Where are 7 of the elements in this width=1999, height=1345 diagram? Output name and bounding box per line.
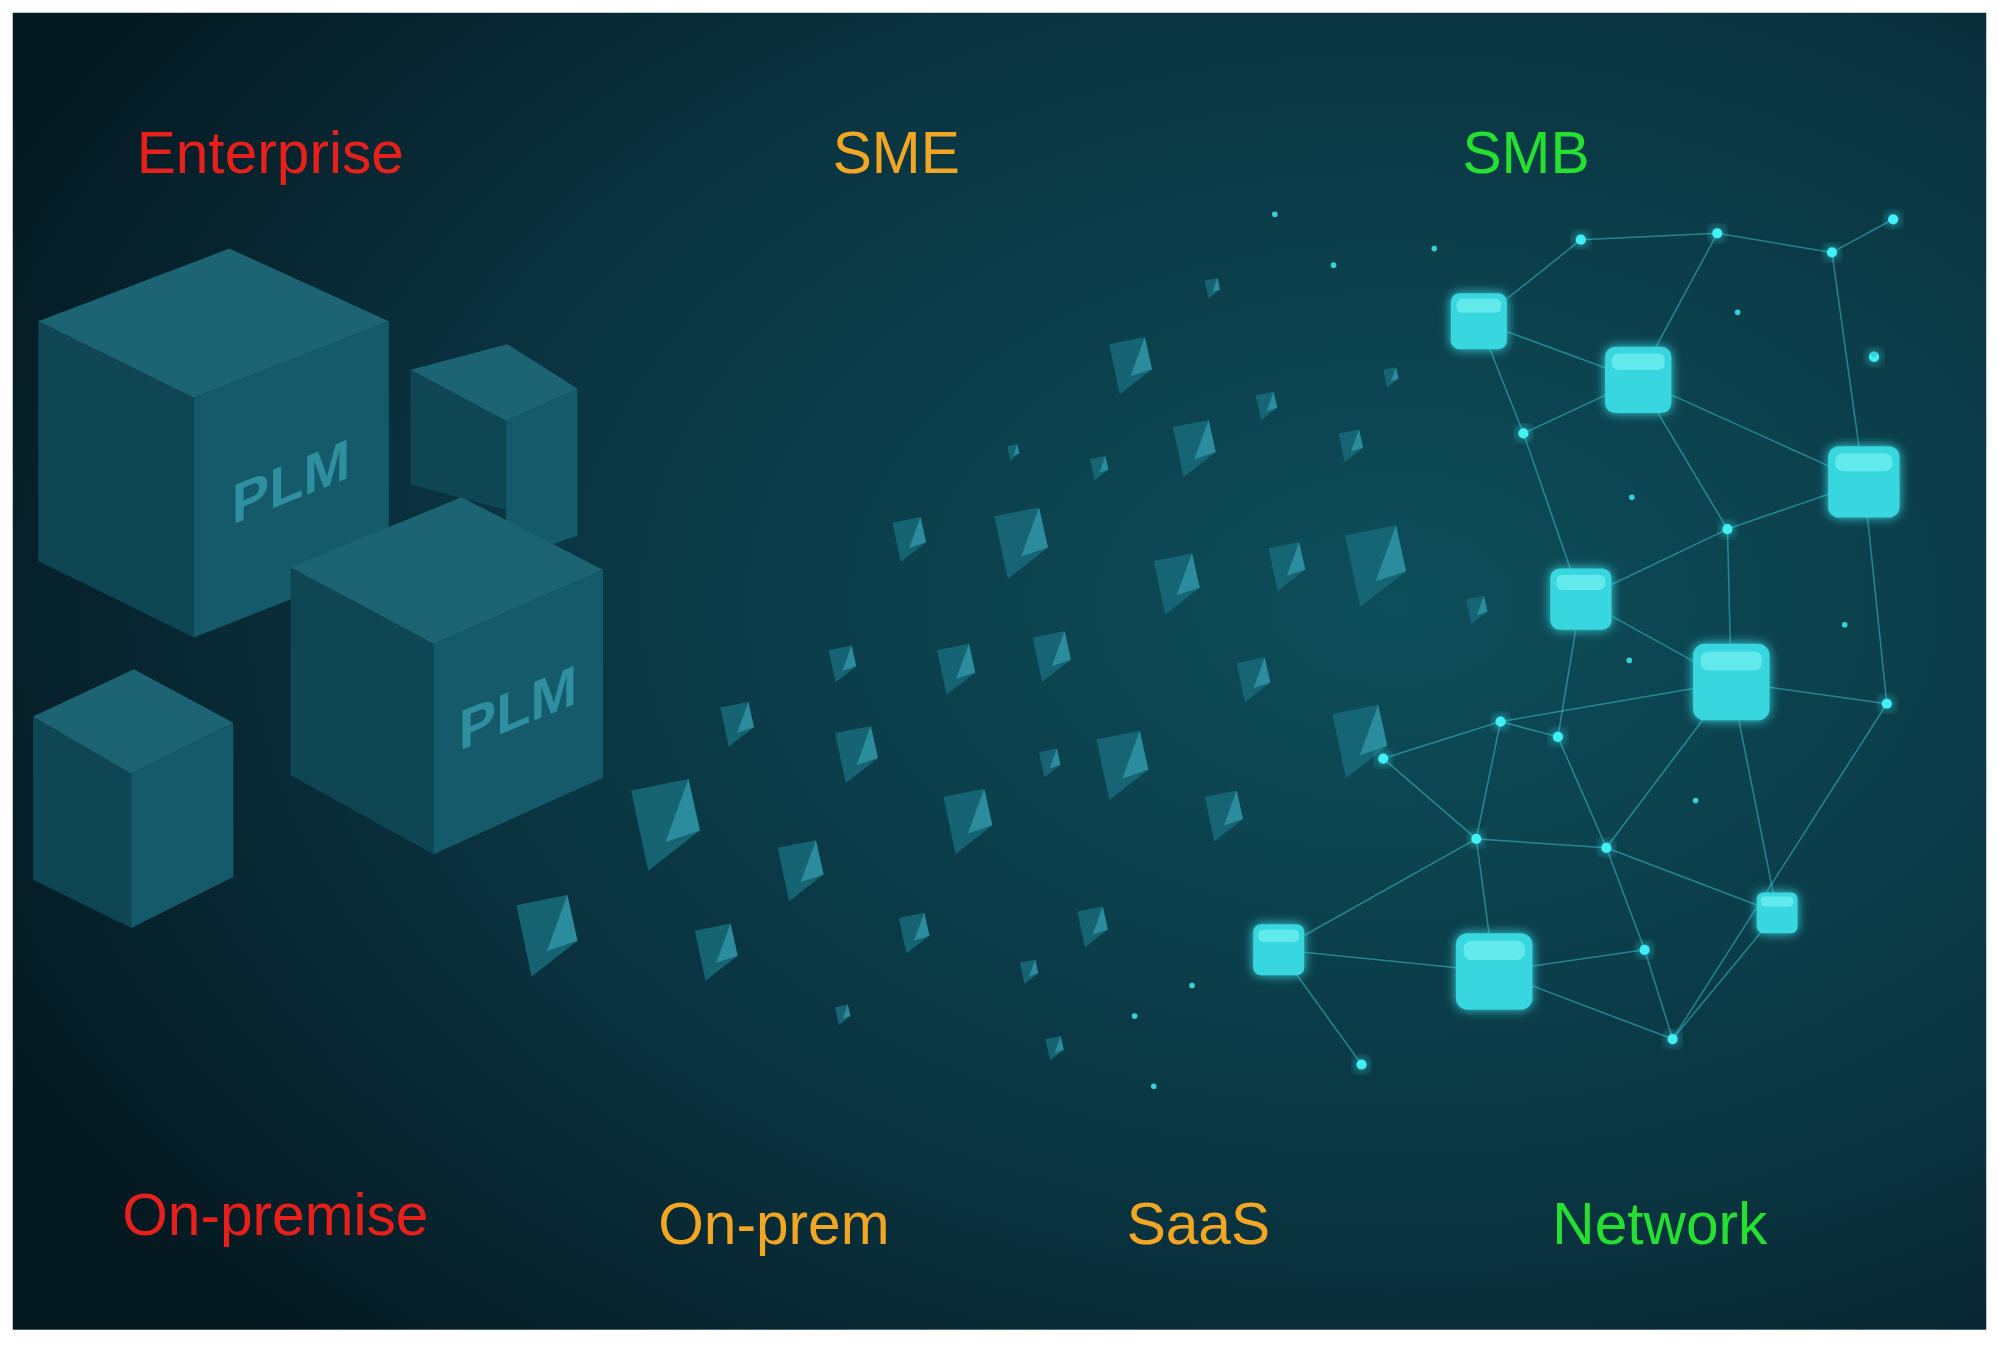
deployment-label: Network: [1552, 1194, 1768, 1254]
segment-label: Enterprise: [136, 123, 404, 183]
segment-label: SME: [832, 123, 960, 183]
deployment-label: On-prem: [658, 1194, 890, 1254]
deployment-label: SaaS: [1126, 1194, 1271, 1254]
segment-label: SMB: [1462, 123, 1590, 183]
deployment-label: On-premise: [122, 1185, 429, 1245]
